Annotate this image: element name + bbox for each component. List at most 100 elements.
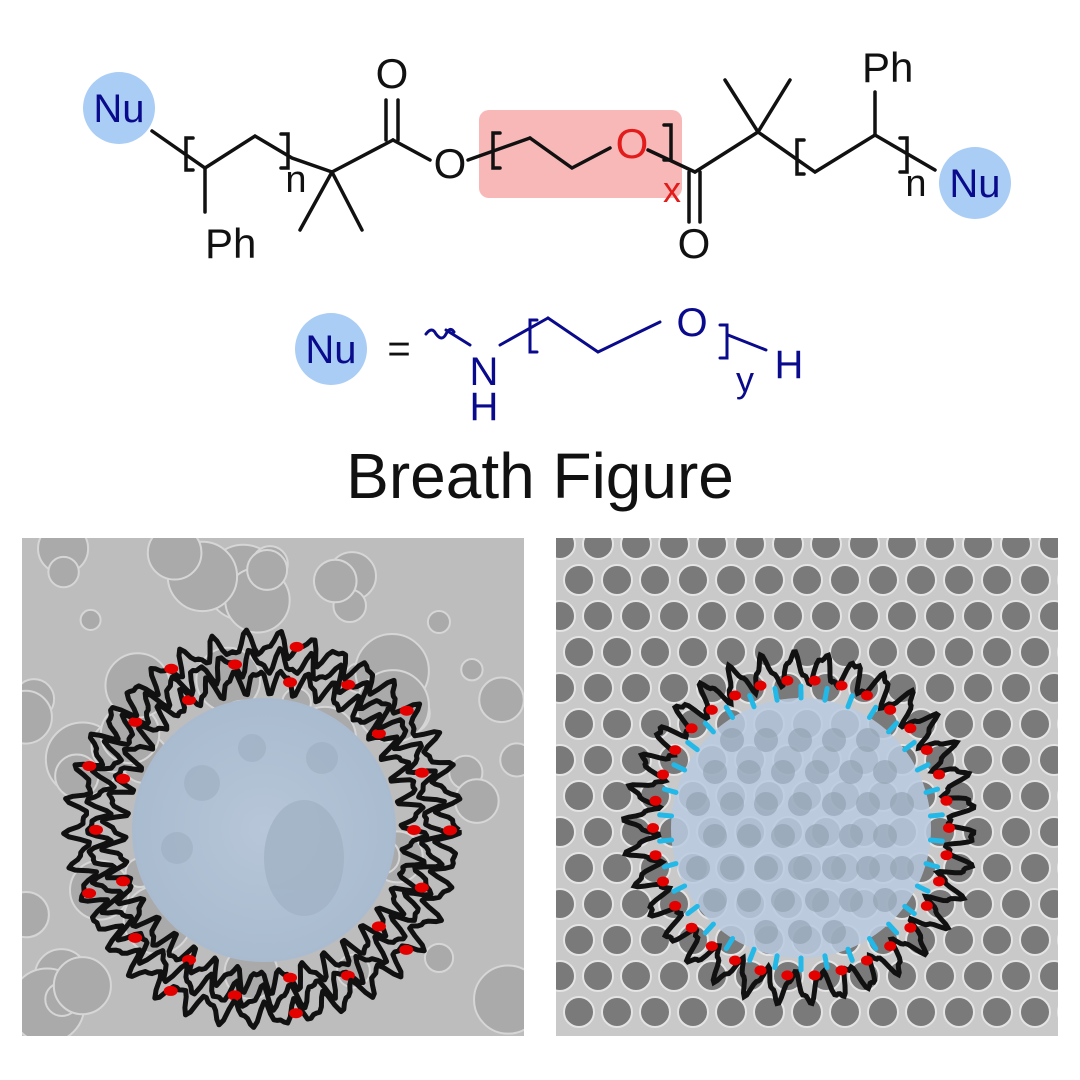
pore	[962, 538, 994, 560]
polymer-coil-ring	[99, 668, 430, 996]
pore	[1038, 600, 1058, 632]
pore	[582, 816, 614, 848]
peo-segment	[82, 761, 97, 772]
pore	[943, 924, 975, 956]
pore	[677, 636, 709, 668]
polymer-coils	[61, 627, 463, 1030]
pore	[563, 564, 595, 596]
pore	[810, 600, 842, 632]
peo-segment	[288, 1008, 303, 1019]
pore	[1019, 780, 1051, 812]
pore	[658, 960, 690, 992]
pore	[601, 924, 633, 956]
peg-segment	[927, 812, 945, 819]
peo-segment	[835, 965, 848, 976]
peg-segment	[671, 762, 688, 773]
peg-segment	[723, 704, 736, 720]
h-end: H	[775, 343, 804, 387]
peo-segment	[705, 704, 718, 715]
pore	[1000, 672, 1032, 704]
peo-segment	[656, 876, 669, 887]
pore	[753, 564, 785, 596]
inner-pore	[805, 760, 829, 784]
peo-segment	[283, 677, 298, 688]
inner-pore	[822, 856, 846, 880]
pore	[563, 636, 595, 668]
inner-pore	[873, 824, 897, 848]
sem-panel-left	[22, 538, 524, 1036]
inner-pore	[839, 760, 863, 784]
pore	[601, 636, 633, 668]
pore	[556, 672, 576, 704]
pore	[563, 924, 595, 956]
pore	[52, 956, 112, 1016]
pore	[772, 600, 804, 632]
peo-segment	[669, 745, 682, 756]
o-carbonyl-top: O	[376, 50, 409, 97]
pore	[829, 564, 861, 596]
pore	[556, 888, 576, 920]
peg-segment	[657, 812, 675, 819]
pore	[1038, 816, 1058, 848]
inner-pore	[873, 888, 897, 912]
pore	[981, 708, 1013, 740]
peg-segment	[866, 936, 879, 952]
pore	[943, 996, 975, 1028]
peo-segment	[808, 675, 821, 686]
pore	[563, 780, 595, 812]
inner-pore	[839, 824, 863, 848]
peg-segment	[902, 903, 917, 917]
pore	[943, 708, 975, 740]
peg-segment	[886, 720, 900, 735]
pore	[582, 888, 614, 920]
inner-pore	[703, 824, 727, 848]
pore	[981, 564, 1013, 596]
inner-pore	[754, 856, 778, 880]
pore	[905, 636, 937, 668]
pore	[848, 538, 880, 560]
pore	[658, 600, 690, 632]
sem-panel-right	[556, 538, 1058, 1036]
peo-segment	[182, 695, 196, 706]
inner-pore	[703, 888, 727, 912]
pore	[1038, 744, 1058, 776]
pore	[426, 609, 451, 635]
pore	[791, 564, 823, 596]
inner-pore	[788, 856, 812, 880]
peo-segment	[808, 970, 821, 981]
pore	[658, 672, 690, 704]
inner-pore	[856, 728, 880, 752]
peo-segment	[116, 876, 131, 887]
pore	[620, 600, 652, 632]
pore	[734, 600, 766, 632]
inner-pore	[788, 920, 812, 944]
pore	[639, 924, 671, 956]
peo-segment	[128, 932, 143, 943]
inner-pore	[720, 792, 744, 816]
peo-segment	[89, 824, 104, 835]
peo-segment	[371, 728, 386, 739]
peo-segment	[904, 723, 917, 734]
pore	[848, 600, 880, 632]
pore	[772, 538, 804, 560]
pore	[601, 996, 633, 1028]
peg-segment	[772, 685, 780, 703]
peo-segment	[943, 823, 955, 833]
inner-pore	[873, 760, 897, 784]
pore	[79, 608, 102, 631]
pore	[1038, 672, 1058, 704]
pore	[810, 538, 842, 560]
peo-segment	[835, 680, 848, 691]
peg-segment	[923, 861, 941, 870]
pore	[658, 538, 690, 560]
inner-pore	[839, 888, 863, 912]
pore	[556, 744, 576, 776]
pore	[620, 960, 652, 992]
peo-segment	[904, 922, 917, 933]
peo-segment	[371, 921, 386, 932]
peo-segment	[860, 955, 873, 966]
inner-pore	[805, 824, 829, 848]
peg-segment	[902, 739, 917, 753]
peg-segment	[845, 946, 855, 963]
n-subscript-right: n	[905, 163, 926, 205]
